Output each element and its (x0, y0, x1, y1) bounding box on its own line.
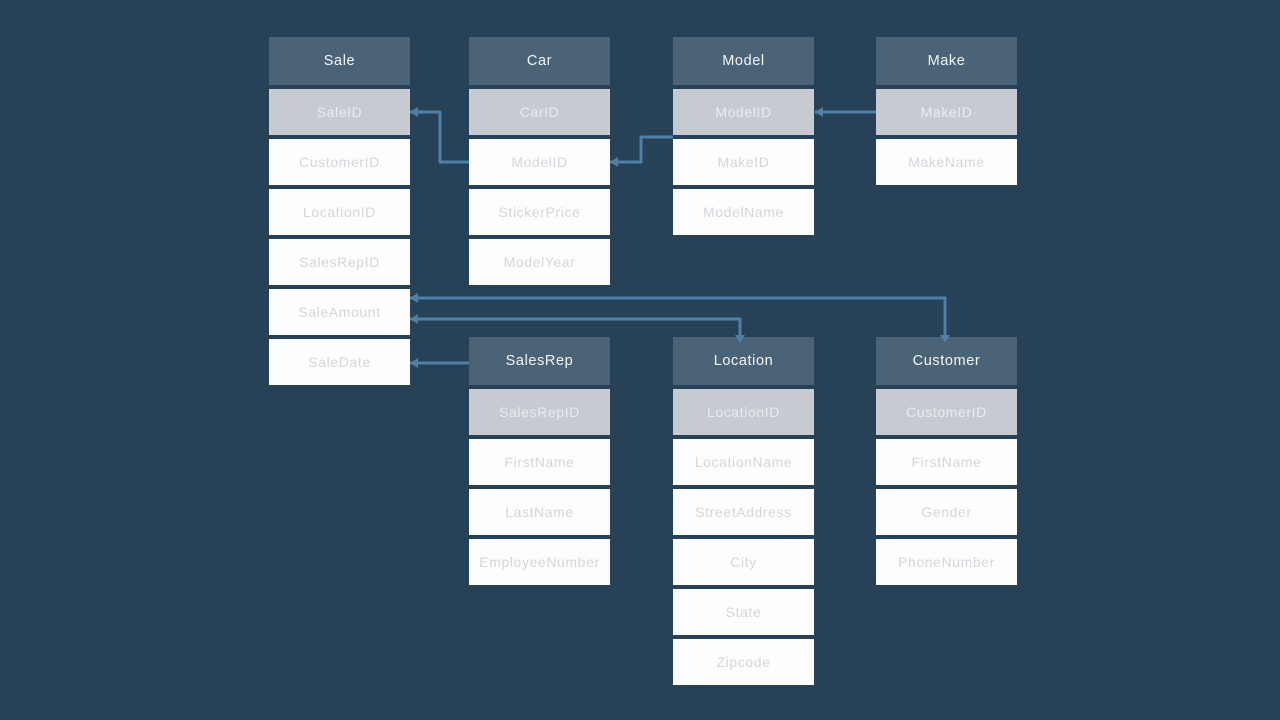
primary-key-field-model: ModelID (673, 89, 814, 135)
primary-key-field-sale: SaleID (269, 89, 410, 135)
field-car-modelyear: ModelYear (469, 239, 610, 285)
field-sale-salesrepid: SalesRepID (269, 239, 410, 285)
primary-key-field-location: LocationID (673, 389, 814, 435)
table-title-sale: Sale (269, 37, 410, 85)
primary-key-field-salesrep: SalesRepID (469, 389, 610, 435)
field-location-locationname: LocationName (673, 439, 814, 485)
field-salesrep-employeenumber: EmployeeNumber (469, 539, 610, 585)
field-sale-saledate: SaleDate (269, 339, 410, 385)
field-car-modelid: ModelID (469, 139, 610, 185)
table-title-make: Make (876, 37, 1017, 85)
field-customer-gender: Gender (876, 489, 1017, 535)
field-customer-phonenumber: PhoneNumber (876, 539, 1017, 585)
primary-key-field-customer: CustomerID (876, 389, 1017, 435)
table-title-customer: Customer (876, 337, 1017, 385)
field-make-makename: MakeName (876, 139, 1017, 185)
field-location-streetaddress: StreetAddress (673, 489, 814, 535)
field-salesrep-lastname: LastName (469, 489, 610, 535)
field-sale-saleamount: SaleAmount (269, 289, 410, 335)
field-car-stickerprice: StickerPrice (469, 189, 610, 235)
field-sale-customerid: CustomerID (269, 139, 410, 185)
field-salesrep-firstname: FirstName (469, 439, 610, 485)
primary-key-field-car: CarID (469, 89, 610, 135)
table-title-model: Model (673, 37, 814, 85)
field-location-zipcode: Zipcode (673, 639, 814, 685)
field-model-makeid: MakeID (673, 139, 814, 185)
field-sale-locationid: LocationID (269, 189, 410, 235)
field-model-modelname: ModelName (673, 189, 814, 235)
field-location-state: State (673, 589, 814, 635)
table-title-salesrep: SalesRep (469, 337, 610, 385)
field-customer-firstname: FirstName (876, 439, 1017, 485)
table-title-car: Car (469, 37, 610, 85)
field-location-city: City (673, 539, 814, 585)
primary-key-field-make: MakeID (876, 89, 1017, 135)
table-title-location: Location (673, 337, 814, 385)
